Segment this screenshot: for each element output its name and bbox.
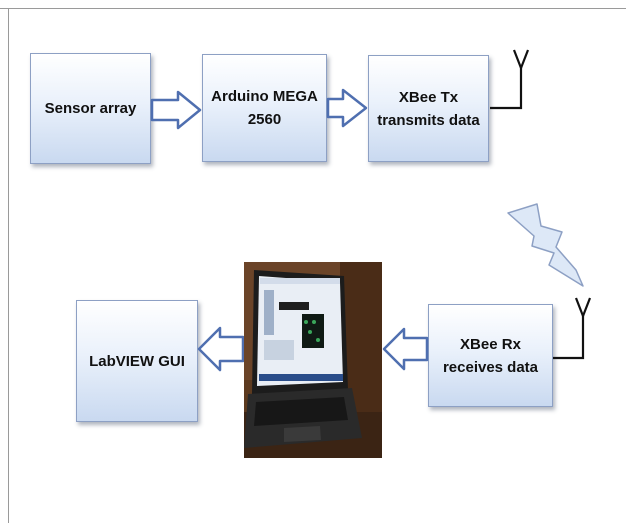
laptop-photo (244, 262, 382, 458)
frame-left-border (8, 8, 9, 523)
sensor-array-block: Sensor array (30, 53, 151, 164)
lightning-bolt-icon (507, 203, 584, 287)
arduino-mega-block: Arduino MEGA 2560 (202, 54, 327, 162)
arduino-label-line1: Arduino MEGA (211, 88, 318, 105)
antenna-icon (490, 49, 530, 110)
xbee-rx-block: XBee Rx receives data (428, 304, 553, 407)
laptop-base (244, 388, 362, 448)
sensor-array-label: Sensor array (44, 100, 137, 117)
xbee-tx-block: XBee Tx transmits data (368, 55, 489, 162)
labview-gui-block: LabVIEW GUI (76, 300, 198, 422)
block-arrow-right-icon (326, 88, 368, 128)
labview-gui-label: LabVIEW GUI (89, 352, 185, 370)
xbee-rx-label-line1: XBee Rx (460, 335, 521, 353)
antenna-icon (553, 297, 592, 360)
xbee-rx-label-line2: receives data (442, 358, 539, 376)
xbee-tx-label-line1: XBee Tx (398, 88, 459, 106)
arduino-label-line2: 2560 (247, 111, 282, 128)
block-arrow-right-icon (150, 90, 202, 130)
block-arrow-left-icon (197, 326, 245, 372)
xbee-tx-label-line2: transmits data (377, 111, 480, 129)
laptop-lid (252, 270, 348, 394)
block-arrow-left-icon (382, 327, 429, 371)
frame-top-border (0, 8, 626, 9)
